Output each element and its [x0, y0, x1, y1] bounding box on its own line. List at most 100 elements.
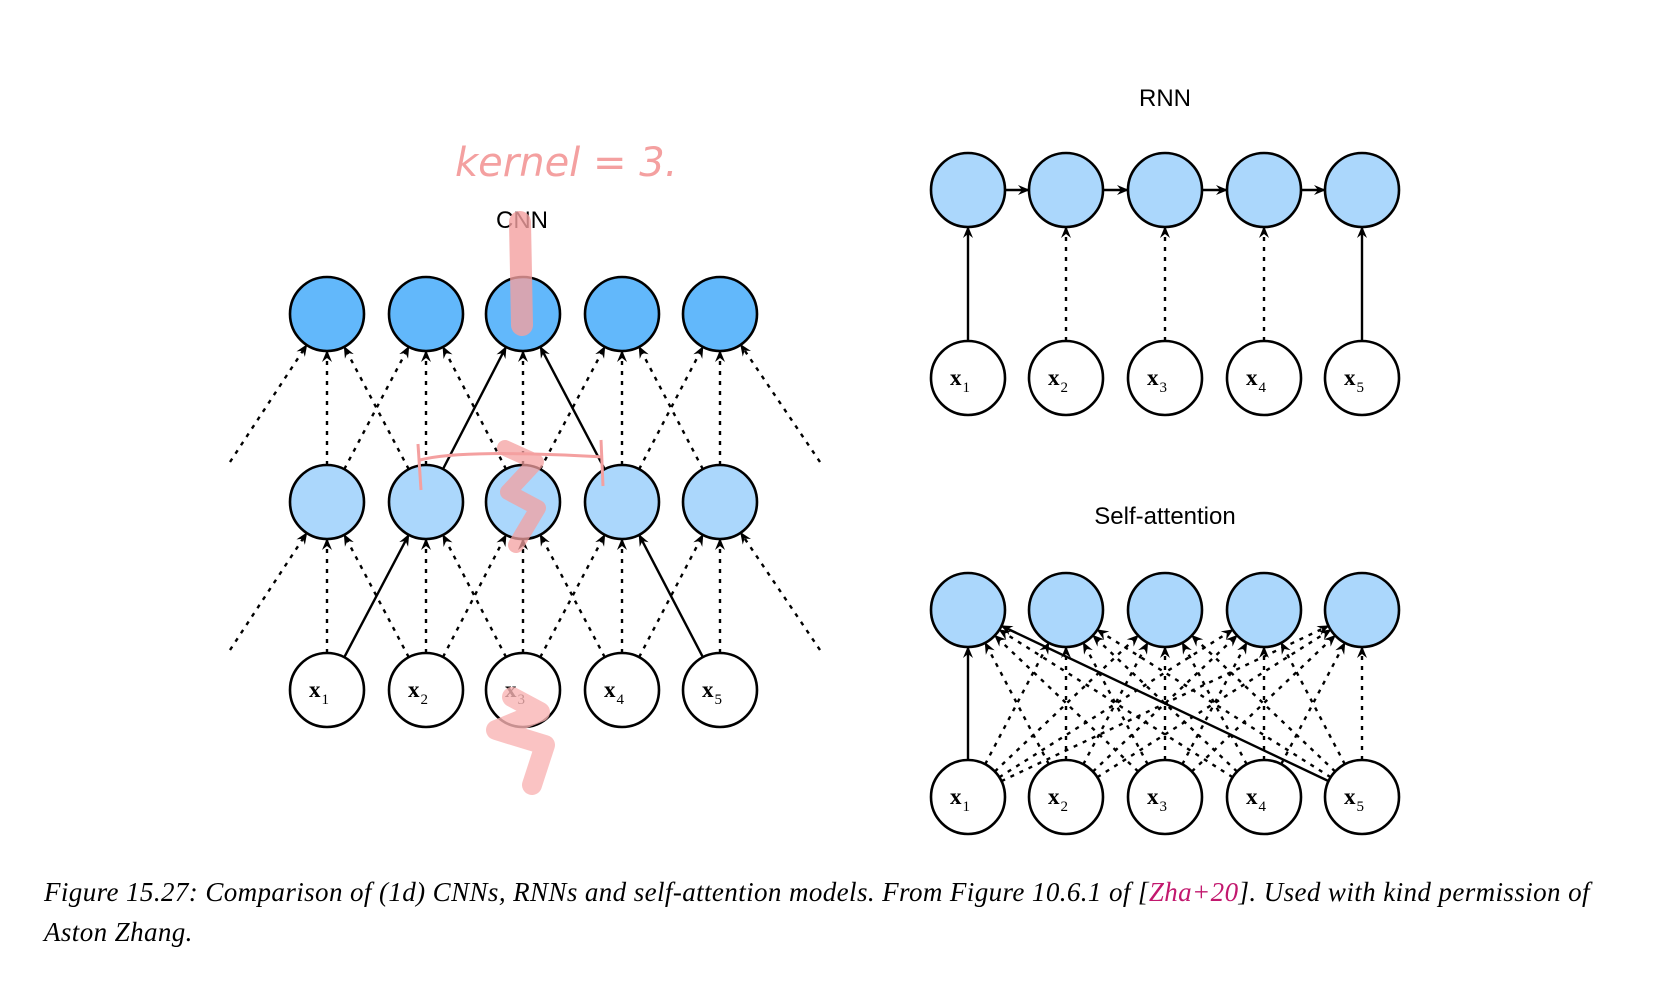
- cnn-edge: [441, 345, 508, 470]
- self-attention-input-node-circle: [929, 758, 1007, 836]
- rnn-input-node: x3: [1126, 339, 1204, 417]
- self-attention-edge: [1191, 634, 1336, 773]
- highlight-stroke-top: [509, 211, 533, 336]
- self-attention-output-node-circle: [1323, 571, 1401, 649]
- rnn-hidden-node-circle: [1323, 151, 1401, 229]
- cnn-hidden-node: [387, 463, 465, 541]
- rnn-hidden-node: [929, 151, 1007, 229]
- cnn-hidden-node: [288, 463, 366, 541]
- rnn-input-node: x1: [929, 339, 1007, 417]
- self-attention-output-node: [1126, 571, 1204, 649]
- cnn-edge: [441, 533, 508, 658]
- self-attention-output-node-circle: [1225, 571, 1303, 649]
- self-attention-input-node-circle: [1027, 758, 1105, 836]
- highlight-scribble-bottom: [486, 687, 555, 795]
- cnn-edge: [638, 345, 704, 470]
- self-attention-input-node: x1: [929, 758, 1007, 836]
- rnn-hidden-node-circle: [1225, 151, 1303, 229]
- rnn-edges: [963, 185, 1367, 341]
- self-attention-output-node: [1027, 571, 1105, 649]
- rnn-hidden-node: [1126, 151, 1204, 229]
- self-attention-edge: [1096, 628, 1332, 779]
- cnn-output-node-circle: [583, 275, 661, 353]
- caption-text-end: ]. Used with kind permission of Aston Zh…: [44, 877, 1590, 947]
- self-attention-input-node-subscript: 4: [1259, 799, 1267, 815]
- self-attention-edge: [994, 634, 1139, 773]
- rnn-hidden-node-circle: [1027, 151, 1105, 229]
- cnn-hidden-node-circle: [387, 463, 465, 541]
- cnn-input-node: x5: [681, 651, 759, 729]
- self-attention-output-node: [1323, 571, 1401, 649]
- self-attention-edge: [1082, 641, 1149, 765]
- cnn-edge: [638, 345, 704, 470]
- citation-link[interactable]: Zha+20: [1148, 877, 1239, 907]
- handwritten-annotations: kernel = 3.: [416, 140, 677, 795]
- rnn-hidden-node: [1027, 151, 1105, 229]
- rnn-input-node: x2: [1027, 339, 1105, 417]
- cnn-edge-padding-left: [228, 532, 308, 651]
- self-attention-edge: [984, 641, 1050, 765]
- cnn-edge: [638, 533, 704, 658]
- rnn-hidden-node-circle: [929, 151, 1007, 229]
- self-attention-edge: [998, 628, 1234, 779]
- kernel-bracket: [419, 452, 604, 462]
- cnn-edge: [539, 345, 606, 470]
- cnn-input-node: x1: [288, 651, 366, 729]
- rnn-input-node-circle: [1027, 339, 1105, 417]
- self-attention-input-node-subscript: 2: [1061, 799, 1069, 815]
- self-attention-edge: [1092, 634, 1238, 773]
- rnn-input-node-circle: [1225, 339, 1303, 417]
- cnn-output-node-circle: [681, 275, 759, 353]
- rnn-input-node-subscript: 3: [1160, 380, 1168, 396]
- self-attention-edge: [1181, 641, 1248, 765]
- self-attention-output-node: [1225, 571, 1303, 649]
- self-attention-edge: [1280, 641, 1346, 765]
- cnn-input-node-circle: [387, 651, 465, 729]
- cnn-edge: [343, 345, 410, 470]
- cnn-output-node-circle: [288, 275, 366, 353]
- self-attention-output-node-circle: [929, 571, 1007, 649]
- cnn-edges: [228, 343, 821, 658]
- rnn-hidden-node: [1323, 151, 1401, 229]
- self-attention-edge: [1181, 641, 1248, 765]
- cnn-output-node: [288, 275, 366, 353]
- caption-text: Figure 15.27: Comparison of (1d) CNNs, R…: [44, 877, 1149, 907]
- self-attention-input-node-circle: [1225, 758, 1303, 836]
- self-attention-edge: [1096, 628, 1332, 779]
- self-attention-input-node-subscript: 3: [1160, 799, 1168, 815]
- self-attention-output-node-circle: [1027, 571, 1105, 649]
- rnn-input-node-subscript: 5: [1357, 380, 1365, 396]
- cnn-hidden-node: [583, 463, 661, 541]
- cnn-edge: [539, 345, 606, 470]
- highlight-scribble-middle: [497, 440, 546, 553]
- kernel-annotation: kernel = 3.: [455, 140, 677, 186]
- cnn-input-node-circle: [681, 651, 759, 729]
- rnn-input-node-circle: [1126, 339, 1204, 417]
- cnn-input-node-subscript: 1: [322, 692, 330, 708]
- rnn-hidden-node: [1225, 151, 1303, 229]
- cnn-input-node-subscript: 4: [617, 692, 625, 708]
- cnn-edge: [343, 345, 410, 470]
- self-attention-edges: [963, 624, 1367, 783]
- rnn-input-node-subscript: 2: [1061, 380, 1069, 396]
- self-attention-edge: [1280, 641, 1346, 765]
- cnn-hidden-node-circle: [681, 463, 759, 541]
- self-attention-edge: [1000, 624, 1330, 783]
- self-attention-output-node: [929, 571, 1007, 649]
- self-attention-input-node-circle: [1126, 758, 1204, 836]
- self-attention-input-node: x3: [1126, 758, 1204, 836]
- cnn-output-node: [387, 275, 465, 353]
- self-attention-input-node: x2: [1027, 758, 1105, 836]
- cnn-edge: [638, 533, 704, 658]
- self-attention-input-node: x4: [1225, 758, 1303, 836]
- cnn-output-node: [583, 275, 661, 353]
- kernel-bracket-right-tick: [599, 439, 605, 487]
- self-attention-edge: [998, 628, 1234, 779]
- cnn-hidden-node-circle: [583, 463, 661, 541]
- rnn-input-node-subscript: 4: [1259, 380, 1267, 396]
- cnn-output-node: [681, 275, 759, 353]
- cnn-input-node-subscript: 5: [715, 692, 723, 708]
